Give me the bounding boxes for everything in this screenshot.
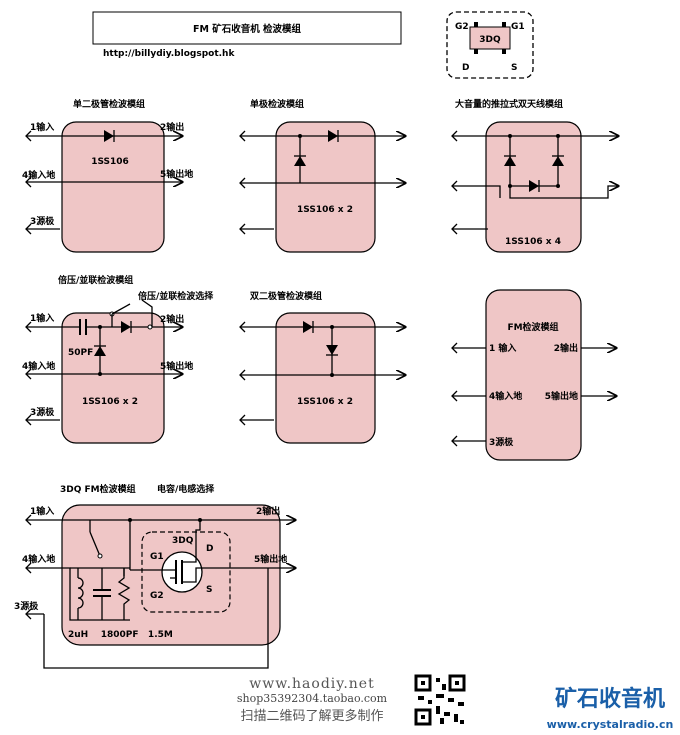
module-push-pull: 大音量的推拉式双天线模组 1SS106 x 4 (451, 98, 618, 253)
label-out5: 5输出地 (254, 553, 287, 565)
footer-shop[interactable]: shop35392304.taobao.com (237, 692, 388, 705)
label-out5: 5输出地 (545, 390, 578, 402)
label-out5: 5输出地 (160, 360, 193, 372)
label-out2: 2输出 (554, 342, 578, 354)
part-label: 1SS106 x 2 (297, 205, 353, 215)
title-box (92, 11, 402, 45)
label-in1: 1输入 (30, 121, 54, 133)
label-out2: 2输出 (256, 505, 280, 517)
module-title: 大音量的推拉式双天线模组 (455, 98, 563, 110)
resistor-icon (117, 568, 131, 620)
diode-icon (504, 156, 516, 166)
label-in3: 3源极 (30, 406, 55, 418)
diode-icon (328, 130, 338, 142)
select-label: 电容/电感选择 (157, 483, 215, 495)
legend-fet-name: 3DQ (479, 35, 501, 45)
page-title: FM 矿石收音机 检波模组 (193, 23, 302, 35)
diode-icon (121, 321, 131, 333)
g1-label: G1 (150, 552, 164, 562)
component-values: 2uH 1800PF 1.5M (68, 630, 173, 640)
selector-switch (111, 303, 131, 315)
diode-icon (552, 156, 564, 166)
module-title: 单极检波模组 (250, 98, 304, 110)
label-in4: 4输入地 (22, 169, 55, 181)
label-in4: 4输入地 (22, 553, 55, 565)
label-in3: 3源极 (30, 215, 55, 227)
module-title: 单二极管检波模组 (73, 98, 145, 110)
label-out2: 2输出 (160, 313, 184, 325)
diode-icon (326, 345, 338, 355)
fet-label: 3DQ (172, 536, 194, 546)
label-in3: 3源极 (14, 600, 39, 612)
module-single-diode: 单二极管检波模组 1输入 4输入地 3源极 2输出 5输出地 1SS106 (22, 98, 193, 253)
legend-d-label: D (462, 63, 469, 73)
label-out2: 2输出 (160, 121, 184, 133)
label-in3: 3源极 (489, 436, 514, 448)
label-in4: 4输入地 (489, 390, 522, 402)
footer: www.haodiy.net shop35392304.taobao.com 扫… (237, 674, 674, 731)
module-title: 倍压/並联检波模组 (58, 274, 133, 286)
switch-label: 倍压/並联检波选择 (138, 290, 214, 302)
module-title: FM检波模组 (507, 321, 558, 333)
module-title: 双二极管检波模组 (250, 290, 322, 302)
diode-icon (294, 156, 306, 166)
label-in4: 4输入地 (22, 360, 55, 372)
part-label: 1SS106 (91, 157, 129, 167)
g2-label: G2 (150, 591, 164, 601)
footer-scan-caption: 扫描二维码了解更多制作 (240, 708, 383, 724)
brand-url[interactable]: www.crystalradio.cn (547, 718, 674, 731)
qr-code-icon[interactable] (414, 674, 466, 726)
part-label: 1SS106 x 4 (505, 237, 561, 247)
s-label: S (206, 585, 212, 595)
part-label: 1SS106 x 2 (297, 397, 353, 407)
label-in1: 1输入 (30, 312, 54, 324)
module-doubler: 倍压/並联检波模组 倍压/並联检波选择 1输入 4输入地 3源极 2输出 5输出… (22, 274, 214, 444)
diode-icon (303, 321, 313, 333)
brand-logo: 矿石收音机 (555, 686, 665, 712)
label-in1: 1输入 (30, 505, 54, 517)
footer-site[interactable]: www.haodiy.net (249, 676, 374, 692)
selector-switch (89, 531, 101, 557)
label-in1: 1 输入 (489, 342, 516, 354)
source-url[interactable]: http://billydiy.blogspot.hk (103, 49, 235, 59)
diode-icon (104, 130, 114, 142)
module-single-pole: 单极检波模组 1SS106 x 2 (239, 98, 405, 253)
cap-label: 50PF (68, 348, 93, 358)
module-fm-generic: FM检波模组 1 输入 4输入地 3源极 2输出 5输出地 (451, 289, 616, 461)
legend-g1-label: G1 (511, 22, 525, 32)
legend-g2-label: G2 (455, 22, 469, 32)
label-out5: 5输出地 (160, 168, 193, 180)
part-label: 1SS106 x 2 (82, 397, 138, 407)
inductor-icon (77, 577, 84, 609)
legend-s-label: S (511, 63, 517, 73)
module-title: 3DQ FM检波模组 (60, 483, 136, 495)
module-dual-diode: 双二极管检波模组 1SS106 x 2 (239, 290, 405, 444)
module-3dq-fm: 3DQ FM检波模组 电容/电感选择 (14, 483, 295, 669)
diode-icon (529, 180, 539, 192)
fet-symbol-legend: G2 G1 3DQ D S (446, 11, 534, 79)
d-label: D (206, 544, 213, 554)
diode-icon (94, 346, 106, 356)
